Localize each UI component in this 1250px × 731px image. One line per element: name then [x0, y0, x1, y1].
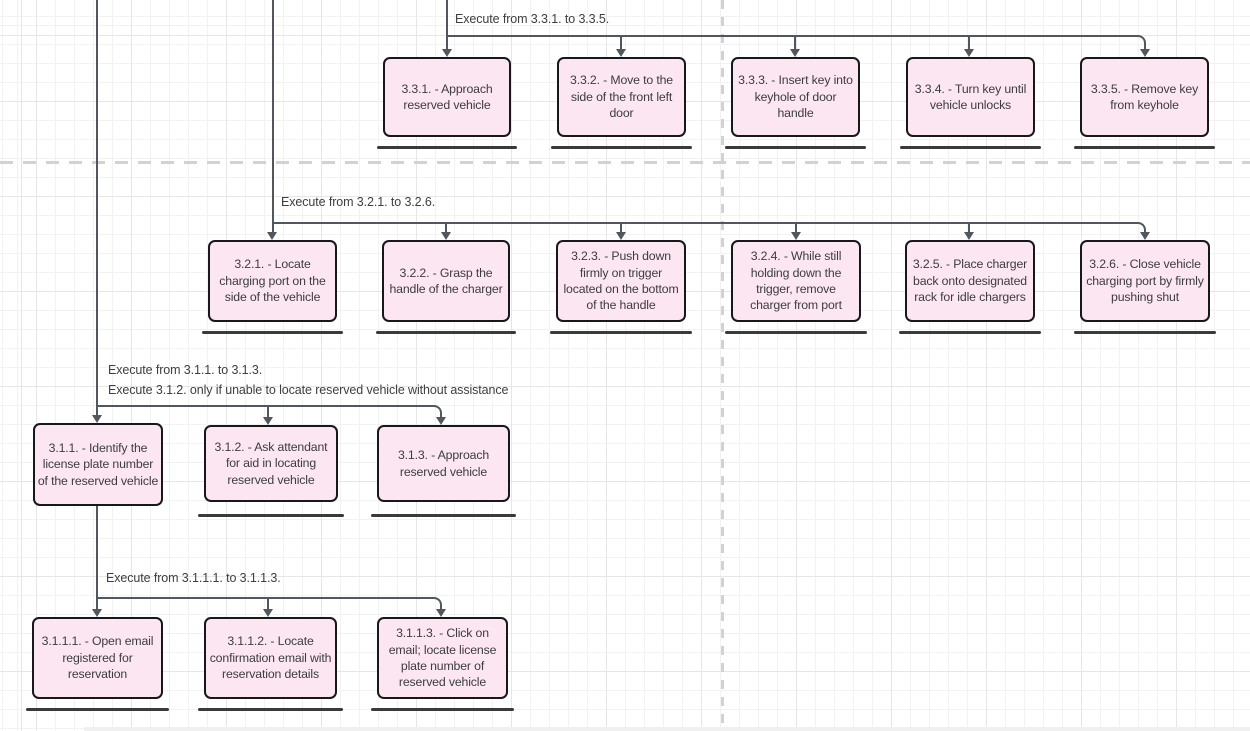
task-node-3-3-1[interactable]: 3.3.1. - Approach reserved vehicle: [383, 57, 511, 137]
arrowhead: [436, 609, 446, 617]
connector-drop-3-3-4[interactable]: [968, 37, 970, 49]
task-node-label: 3.1.2. - Ask attendant for aid in locati…: [214, 439, 328, 487]
task-node-3-1-1-2[interactable]: 3.1.1.2. - Locate confirmation email wit…: [204, 617, 337, 699]
arrowhead: [616, 232, 626, 240]
horizontal-lane-separator[interactable]: [0, 161, 1250, 164]
connector-drop-3-1-1-2[interactable]: [267, 599, 269, 609]
arrowhead: [791, 232, 801, 240]
page-edge-band: [84, 727, 1250, 731]
arrowhead: [263, 417, 273, 425]
task-node-3-2-1[interactable]: 3.2.1. - Locate charging port on the sid…: [208, 240, 337, 322]
arrowhead: [441, 232, 451, 240]
task-node-3-1-3[interactable]: 3.1.3. - Approach reserved vehicle: [377, 425, 510, 502]
task-node-label: 3.2.6. - Close vehicle charging port by …: [1086, 257, 1204, 305]
task-node-3-1-1-1[interactable]: 3.1.1.1. - Open email registered for res…: [32, 617, 163, 699]
task-underline-3-3-1[interactable]: [377, 146, 517, 149]
arrowhead: [92, 609, 102, 617]
task-underline-3-1-1-2[interactable]: [198, 708, 343, 711]
task-underline-3-3-4[interactable]: [900, 146, 1041, 149]
connector-drop-3-2-5[interactable]: [968, 224, 970, 233]
task-node-label: 3.3.1. - Approach reserved vehicle: [401, 81, 493, 112]
task-underline-3-1-1-3[interactable]: [371, 708, 514, 711]
edge-label-3-1-1[interactable]: Execute from 3.1.1.1. to 3.1.1.3.: [106, 571, 281, 585]
connector-stem-3-1[interactable]: [96, 0, 98, 415]
task-node-3-2-3[interactable]: 3.2.3. - Push down firmly on trigger loc…: [556, 240, 686, 322]
arrowhead: [616, 49, 626, 57]
task-node-3-1-2[interactable]: 3.1.2. - Ask attendant for aid in locati…: [204, 425, 338, 502]
arrowhead: [263, 609, 273, 617]
task-underline-3-3-5[interactable]: [1074, 146, 1215, 149]
task-underline-3-3-2[interactable]: [551, 146, 692, 149]
task-node-label: 3.1.1.2. - Locate confirmation email wit…: [209, 634, 332, 682]
task-underline-3-2-2[interactable]: [376, 331, 516, 334]
task-underline-3-2-4[interactable]: [725, 331, 867, 334]
arrowhead: [1140, 49, 1150, 57]
edge-label-3-1-line2[interactable]: Execute 3.1.2. only if unable to locate …: [108, 383, 509, 397]
arrowhead: [964, 232, 974, 240]
edge-label-3-1-line1[interactable]: Execute from 3.1.1. to 3.1.3.: [108, 363, 263, 377]
task-underline-3-2-1[interactable]: [202, 331, 343, 334]
task-node-3-3-2[interactable]: 3.3.2. - Move to the side of the front l…: [557, 57, 686, 137]
arrowhead: [964, 49, 974, 57]
task-node-3-1-1-3[interactable]: 3.1.1.3. - Click on email; locate licens…: [377, 617, 508, 699]
edge-label-3-2[interactable]: Execute from 3.2.1. to 3.2.6.: [281, 195, 436, 209]
connector-rail-3-3[interactable]: [446, 35, 1146, 49]
connector-drop-3-2-4[interactable]: [795, 224, 797, 233]
task-node-3-2-4[interactable]: 3.2.4. - While still holding down the tr…: [731, 240, 861, 322]
connector-drop-3-3-2[interactable]: [620, 37, 622, 49]
task-underline-3-1-2[interactable]: [198, 514, 344, 517]
arrowhead: [790, 49, 800, 57]
connector-rail-3-1-1[interactable]: [96, 597, 442, 609]
task-node-3-3-3[interactable]: 3.3.3. - Insert key into keyhole of door…: [731, 57, 860, 137]
connector-stem-3-1-1[interactable]: [96, 506, 98, 609]
task-node-label: 3.2.1. - Locate charging port on the sid…: [219, 257, 326, 305]
task-underline-3-2-3[interactable]: [550, 331, 692, 334]
task-node-label: 3.1.1.1. - Open email registered for res…: [41, 634, 154, 682]
connector-drop-3-3-3[interactable]: [794, 37, 796, 49]
connector-stem-3-2[interactable]: [272, 0, 274, 233]
task-underline-3-1-3[interactable]: [371, 514, 516, 517]
connector-rail-3-2[interactable]: [272, 222, 1146, 233]
task-node-label: 3.3.5. - Remove key from keyhole: [1090, 81, 1199, 112]
task-node-label: 3.2.5. - Place charger back onto designa…: [912, 257, 1028, 305]
connector-stem-3-3[interactable]: [446, 0, 448, 49]
task-node-label: 3.2.2. - Grasp the handle of the charger: [389, 265, 503, 296]
task-underline-3-3-3[interactable]: [725, 146, 866, 149]
task-node-label: 3.3.2. - Move to the side of the front l…: [570, 73, 673, 121]
task-underline-3-2-5[interactable]: [899, 331, 1041, 334]
task-node-label: 3.2.3. - Push down firmly on trigger loc…: [563, 249, 679, 313]
arrowhead: [267, 232, 277, 240]
task-node-label: 3.3.3. - Insert key into keyhole of door…: [738, 73, 853, 121]
vertical-lane-separator[interactable]: [721, 0, 724, 727]
task-node-3-2-6[interactable]: 3.2.6. - Close vehicle charging port by …: [1080, 240, 1210, 322]
task-node-3-3-5[interactable]: 3.3.5. - Remove key from keyhole: [1080, 57, 1209, 137]
task-node-label: 3.1.3. - Approach reserved vehicle: [397, 448, 490, 479]
task-node-3-2-5[interactable]: 3.2.5. - Place charger back onto designa…: [905, 240, 1035, 322]
task-underline-3-1-1-1[interactable]: [26, 708, 169, 711]
task-node-label: 3.2.4. - While still holding down the tr…: [750, 249, 842, 313]
connector-drop-3-2-2[interactable]: [445, 224, 447, 233]
connector-rail-3-1[interactable]: [96, 405, 442, 417]
connector-drop-3-1-2[interactable]: [267, 407, 269, 417]
arrowhead: [1140, 232, 1150, 240]
task-node-label: 3.1.1. - Identify the license plate numb…: [37, 440, 159, 488]
connector-drop-3-2-3[interactable]: [620, 224, 622, 233]
task-node-3-3-4[interactable]: 3.3.4. - Turn key until vehicle unlocks: [906, 57, 1035, 137]
task-node-3-1-1[interactable]: 3.1.1. - Identify the license plate numb…: [33, 423, 163, 506]
arrowhead: [442, 49, 452, 57]
task-node-3-2-2[interactable]: 3.2.2. - Grasp the handle of the charger: [382, 240, 510, 322]
edge-label-3-3[interactable]: Execute from 3.3.1. to 3.3.5.: [455, 12, 610, 26]
arrowhead: [436, 417, 446, 425]
task-node-label: 3.3.4. - Turn key until vehicle unlocks: [914, 81, 1027, 112]
arrowhead: [92, 415, 102, 423]
task-underline-3-2-6[interactable]: [1074, 331, 1216, 334]
task-node-label: 3.1.1.3. - Click on email; locate licens…: [388, 626, 497, 690]
